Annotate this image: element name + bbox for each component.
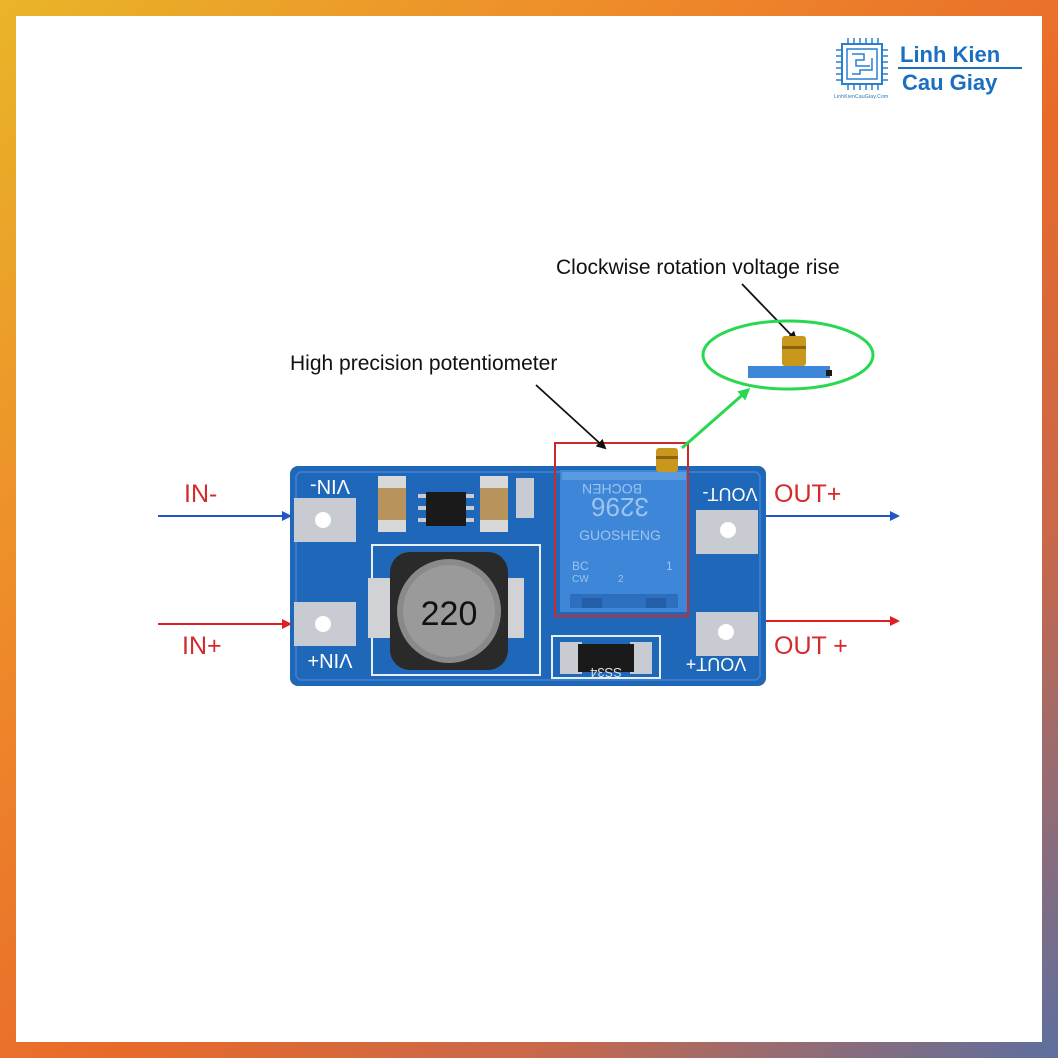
pot-maker: GUOSHENG [579, 527, 661, 543]
pad-vin-minus [294, 498, 356, 542]
inductor-value: 220 [421, 595, 478, 633]
logo-title-line2: Cau Giay [902, 70, 998, 95]
logo-divider [898, 67, 1022, 69]
pot-zoom-detail [748, 336, 832, 378]
silk-vout-minus: VOUT- [702, 484, 757, 504]
capacitor-left [378, 476, 406, 532]
capacitor-right [480, 476, 508, 532]
in-minus-label: IN- [184, 480, 218, 508]
clockwise-callout-arrow [741, 283, 798, 342]
pot-value: 2 [618, 574, 624, 585]
silk-vin-minus: VIN- [310, 475, 350, 497]
silk-vin-plus: VIN+ [307, 649, 352, 671]
pot-brand: BOCHEN [582, 481, 642, 497]
diode-label: SS34 [590, 665, 622, 680]
pot-cw: CW [572, 574, 589, 585]
logo-website: LinhKienCauGiay.Com [834, 94, 889, 100]
pad-vin-plus [294, 602, 356, 646]
silk-vout-plus: VOUT+ [686, 654, 747, 674]
pot-callout-arrow [535, 384, 607, 450]
pad-vout-minus [696, 510, 758, 554]
zoom-arrow [681, 388, 751, 450]
zoom-ellipse [701, 319, 875, 391]
logo-title-line1: Linh Kien [900, 42, 1001, 67]
out-plus-bottom-label: OUT + [774, 632, 848, 660]
potentiometer [560, 448, 688, 612]
potentiometer-callout-text: High precision potentiometer [290, 352, 558, 375]
pot-code-right: 1 [666, 559, 673, 573]
out-plus-top-label: OUT+ [774, 480, 842, 508]
inductor-220 [368, 552, 524, 670]
diode-ss34 [560, 642, 652, 674]
clockwise-callout-text: Clockwise rotation voltage rise [556, 256, 840, 279]
chip-logo-icon [836, 38, 888, 90]
pot-code: BC [572, 559, 589, 573]
pad-vout-plus [696, 612, 758, 656]
pot-model: 3296 [591, 492, 649, 522]
in-plus-label: IN+ [182, 632, 222, 660]
brand-logo: LinhKienCauGiay.Com Linh Kien Cau Giay [834, 36, 1024, 102]
potentiometer-highlight-box [554, 442, 689, 617]
ic-chip [418, 492, 474, 526]
